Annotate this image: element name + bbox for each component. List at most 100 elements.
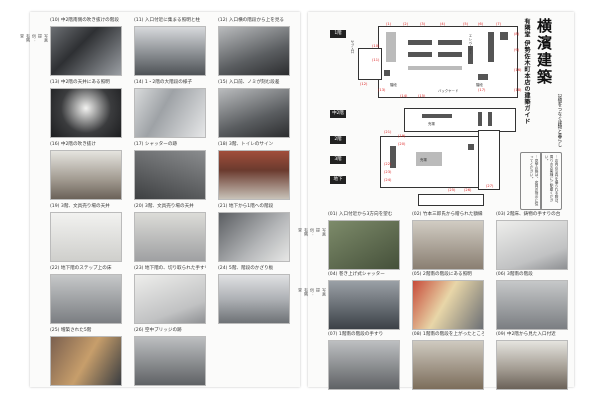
map-pin[interactable]: (1): [386, 22, 392, 26]
counter: [386, 32, 396, 62]
photo-caption: (17) シャッターの跡: [134, 142, 178, 147]
map-pin[interactable]: (16): [514, 68, 522, 72]
photo-caption: (02) 竹本三郎氏から贈られた額縁: [412, 212, 483, 217]
stairs: [384, 70, 390, 76]
page-tagline: 記憶をつなぐ建物と暮らし: [557, 94, 562, 147]
floor-label-m2f: 中2階: [330, 110, 346, 118]
shelf: [488, 112, 492, 126]
photo-caption: (23) 地下階の、切り取られた手すり: [134, 266, 206, 271]
photo-credit: 写真提供：有隣堂: [298, 228, 327, 236]
map-pin[interactable]: (23): [384, 170, 392, 174]
photo-image: [50, 88, 122, 138]
photo-image: [218, 88, 290, 138]
map-pin[interactable]: (12): [360, 82, 368, 86]
photo-caption: (01) 入口付近から3方向を望む: [328, 212, 393, 217]
photo-caption: (18) 3階、トイレのサイン: [218, 142, 274, 147]
map-pin[interactable]: (4): [440, 22, 446, 26]
photo-image: [328, 340, 400, 390]
map-pin[interactable]: (2): [403, 22, 409, 26]
map-label-floor-a: 売場: [428, 122, 435, 126]
notice-box: …店内の写真を撮られる際は、周りのお客様にご配慮ください。: [540, 152, 562, 210]
photo-caption: (08) 1階南の階段を上がったところ: [412, 332, 484, 337]
photo-image: [134, 88, 206, 138]
photo-caption: (09) 中2階から見た入口付近: [496, 332, 556, 337]
notice-text: …店内の写真を撮られる際は、周りのお客様にご配慮ください。: [545, 155, 559, 206]
photo-caption: (11) 入口付近に集まる照明と柱: [134, 18, 201, 23]
shelf: [438, 40, 462, 45]
shelf: [408, 52, 432, 57]
stairs: [478, 74, 488, 80]
photo-caption: (26) 空中ブリッジの跡: [134, 328, 182, 333]
floor-label-b1: 地下: [330, 176, 346, 184]
elevator: [468, 144, 474, 150]
map-pin[interactable]: (21): [384, 130, 392, 134]
counter: [416, 152, 442, 166]
shelf: [408, 40, 432, 45]
floor-label-3f: 3階: [330, 156, 346, 164]
floor-plan-upper-annex: [478, 130, 500, 190]
floor-plan-m2f: [404, 108, 516, 132]
right-page: 1階 中2階 2階 3階 地下 バックヤード サブ入口 階段 階段 エレベータ: [298, 12, 574, 390]
photo-image: [412, 340, 484, 390]
photo-image: [496, 340, 568, 390]
map-pin[interactable]: (9): [514, 48, 520, 52]
photo-caption: (06) 3階南の階段: [496, 272, 533, 277]
map-pin[interactable]: (10): [372, 44, 380, 48]
map-label-elevator: エレベーター: [468, 34, 472, 55]
photo-caption: (21) 地下から1階への階段: [218, 204, 274, 209]
photo-image: [134, 274, 206, 324]
photo-caption: (24) 5階、階段のかざり板: [218, 266, 274, 271]
map-pin[interactable]: (20): [398, 142, 406, 146]
map-pin[interactable]: (5): [463, 22, 469, 26]
map-pin[interactable]: (17): [478, 88, 486, 92]
photo-image: [50, 336, 122, 386]
map-label-backyard: バックヤード: [438, 89, 459, 93]
photo-image: [496, 220, 568, 270]
map-pin[interactable]: (14): [400, 94, 408, 98]
map-pin[interactable]: (6): [478, 22, 484, 26]
photo-image: [328, 280, 400, 330]
photo-image: [218, 26, 290, 76]
photo-image: [50, 26, 122, 76]
left-page: (10) 中2階南側の吹き抜けの階段写真提供：有隣堂(11) 入口付近に集まる照…: [20, 12, 300, 387]
photo-image: [218, 150, 290, 200]
map-pin[interactable]: (19): [398, 134, 406, 138]
map-pin[interactable]: (24): [384, 178, 392, 182]
map-pin[interactable]: (13): [378, 88, 386, 92]
photo-caption: (15) 入口前、ノミが刻む段差: [218, 80, 280, 85]
photo-caption: (03) 2階床、鋳物の手すりの台: [496, 212, 561, 217]
page-subtitle: 有隣堂 伊勢佐木町本店の建築ガイド: [523, 18, 530, 125]
photo-caption: (14) 1・2階の大階段の様子: [134, 80, 193, 85]
shelf: [478, 112, 482, 126]
notice-text-2: …見学の際は、店員の指示に従ってください。: [530, 155, 539, 206]
photo-image: [328, 220, 400, 270]
photo-image: [412, 280, 484, 330]
photo-caption: (10) 中2階南側の吹き抜けの階段: [50, 18, 119, 23]
map-pin[interactable]: (18): [514, 88, 522, 92]
floor-label-2f: 2階: [330, 136, 346, 144]
map-pin[interactable]: (15): [418, 94, 426, 98]
map-pin[interactable]: (27): [486, 184, 494, 188]
guide-spread: (10) 中2階南側の吹き抜けの階段写真提供：有隣堂 (11) 入口付近に集まる照…: [20, 12, 574, 390]
floor-plan-b1: [418, 194, 484, 206]
map-pin[interactable]: (11): [372, 58, 380, 62]
stairs: [390, 146, 396, 168]
photo-image: [134, 212, 206, 262]
photo-image: [412, 220, 484, 270]
map-pin[interactable]: (3): [420, 22, 426, 26]
shelf: [438, 52, 462, 57]
photo-caption: (12) 入口横の階段から上を見る: [218, 18, 285, 23]
map-pin[interactable]: (25): [448, 188, 456, 192]
floor-plan-1f-annex: [358, 48, 382, 80]
map-label-sub-entrance: サブ入口: [350, 40, 354, 54]
photo-image: [134, 26, 206, 76]
map-pin[interactable]: (22): [384, 162, 392, 166]
map-pin[interactable]: (7): [496, 22, 502, 26]
photo-image: [218, 212, 290, 262]
map-pin[interactable]: (26): [464, 188, 472, 192]
photo-caption: (16) 中2階の吹き抜け: [50, 142, 96, 147]
map-label-floor-b: 売場: [420, 158, 427, 162]
photo-caption: (07) 1階南の階段の手すり: [328, 332, 384, 337]
counter: [408, 66, 462, 70]
map-pin[interactable]: (8): [514, 32, 520, 36]
